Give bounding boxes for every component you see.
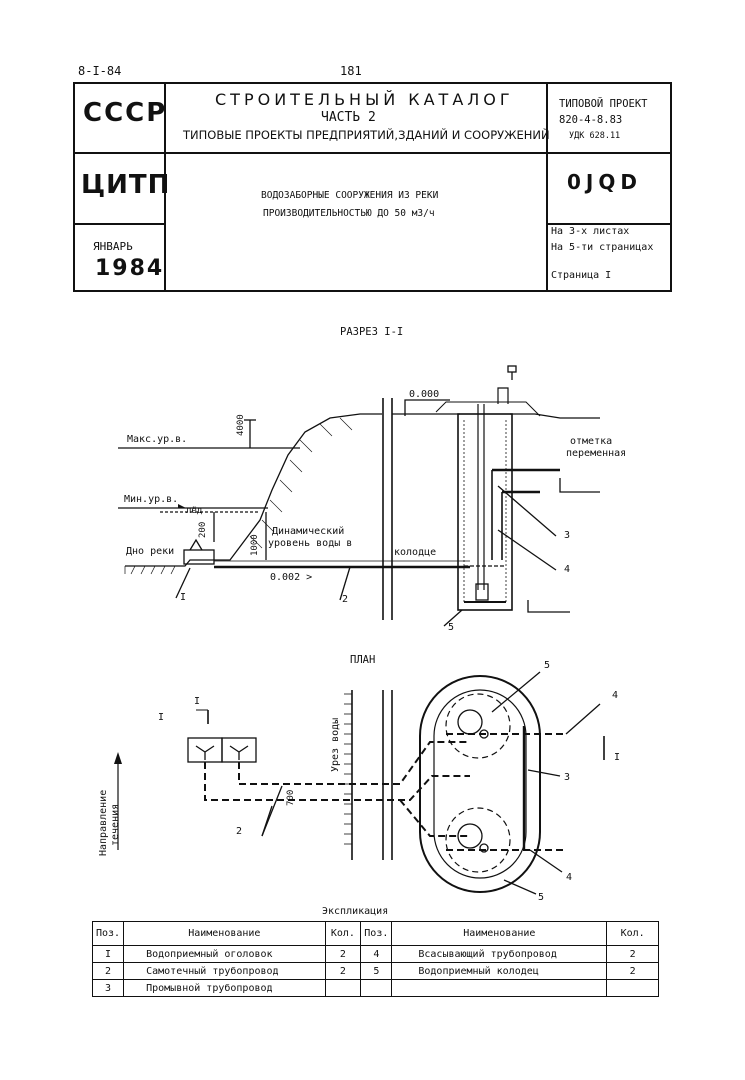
plan-cut-right: I (614, 752, 621, 763)
table-cell (360, 979, 393, 997)
plan-pos-4b: 4 (566, 872, 573, 883)
title-block: СССР ЦИТП ЯНВАРЬ 1984 СТРОИТЕЛЬНЫЙ КАТАЛ… (73, 82, 672, 292)
table-header-row: Поз. Наименование Кол. Поз. Наименование… (91, 921, 659, 946)
table-cell (391, 979, 608, 997)
catalog-title: СТРОИТЕЛЬНЫЙ КАТАЛОГ (215, 90, 514, 109)
plan-pos-5a: 5 (544, 660, 551, 671)
table-row: 3 Промывной трубопровод (91, 979, 659, 997)
intake-well (457, 413, 513, 611)
page-label: Страница I (551, 270, 612, 281)
table-cell: 2 (324, 962, 362, 980)
plan-pos-5b: 5 (538, 892, 545, 903)
table-cell: 5 (360, 962, 393, 980)
project-label: ТИПОВОЙ ПРОЕКТ (559, 98, 648, 110)
table-cell: Промывной трубопровод (123, 979, 326, 997)
udk-code: УДК 628.11 (569, 131, 621, 141)
table-cell: Водоприемный оголовок (123, 945, 326, 963)
flow-label-2: течения (110, 803, 121, 846)
issue-year: 1984 (95, 256, 165, 281)
plan-pos-4a: 4 (612, 690, 619, 701)
table-cell: 2 (606, 945, 659, 963)
plan-cut-left-1: I (194, 696, 201, 707)
mark-variable-1: отметка (570, 436, 613, 447)
mark-variable-2: переменная (566, 448, 627, 459)
object-title-line1: ВОДОЗАБОРНЫЕ СООРУЖЕНИЯ ИЗ РЕКИ (261, 190, 439, 201)
issue-month: ЯНВАРЬ (93, 240, 133, 253)
sheet-code: 8-I-84 (78, 64, 122, 78)
table-cell: I (91, 945, 125, 963)
table-row: I Водоприемный оголовок 2 4 Всасывающий … (91, 945, 659, 963)
section-pos-1: I (180, 592, 187, 603)
bank-profile (125, 413, 382, 567)
min-level-label: Мин.ур.в. (124, 494, 179, 505)
ussr-label: СССР (83, 98, 168, 128)
bottom-label: Дно реки (126, 546, 175, 557)
section-pos-5: 5 (448, 622, 455, 633)
catalog-part: ЧАСТЬ 2 (321, 110, 376, 125)
mark-zero: 0.000 (409, 389, 440, 400)
section-pos-4: 4 (564, 564, 571, 575)
doc-code: 0JQD (567, 170, 642, 194)
table-cell: 2 (324, 945, 362, 963)
plan-well-outer (419, 675, 541, 893)
table-cell: 3 (91, 979, 125, 997)
explication-table: Поз. Наименование Кол. Поз. Наименование… (91, 921, 659, 997)
table-header: Кол. (606, 921, 659, 946)
plan-title: ПЛАН (350, 654, 376, 666)
table-header: Поз. (91, 921, 125, 946)
section-pos-2: 2 (342, 594, 349, 605)
catalog-subtitle: ТИПОВЫЕ ПРОЕКТЫ ПРЕДПРИЯТИЙ,ЗДАНИЙ И СОО… (183, 128, 550, 142)
project-code: 820-4-8.83 (559, 114, 623, 126)
explication-title: Экспликация (322, 906, 389, 917)
ice-label: лёд (186, 506, 203, 516)
section-title: РАЗРЕЗ I-I (340, 326, 404, 338)
sheets-count: На 3-х листах (551, 226, 630, 237)
table-cell: Водоприемный колодец (391, 962, 608, 980)
flow-label-1: Направление (98, 789, 109, 856)
table-header: Кол. (324, 921, 362, 946)
max-level-label: Макс.ур.в. (127, 434, 188, 445)
dynamic-level-1: Динамический (272, 526, 345, 537)
pages-count: На 5-ти страницах (551, 242, 654, 253)
intake-head (183, 549, 215, 565)
table-row: 2 Самотечный трубопровод 2 5 Водоприемны… (91, 962, 659, 980)
table-cell: Самотечный трубопровод (123, 962, 326, 980)
object-title-line2: ПРОИЗВОДИТЕЛЬНОСТЬЮ ДО 50 м3/ч (263, 208, 435, 219)
plan-well-inner (433, 689, 527, 879)
plan-pos-3: 3 (564, 772, 571, 783)
table-header: Поз. (360, 921, 393, 946)
plan-pos-2: 2 (236, 826, 243, 837)
page-number: 181 (340, 64, 362, 78)
table-header: Наименование (123, 921, 326, 946)
dim-700: 700 (286, 789, 296, 806)
table-header: Наименование (391, 921, 608, 946)
plan-cut-left-2: I (158, 712, 165, 723)
table-cell: 2 (91, 962, 125, 980)
table-cell: Всасывающий трубопровод (391, 945, 608, 963)
table-cell (606, 979, 659, 997)
dynamic-level-2: уровень воды в (268, 538, 353, 549)
section-pos-3: 3 (564, 530, 571, 541)
citp-label: ЦИТП (81, 170, 171, 200)
slope-label: 0.002 > (270, 572, 313, 583)
table-cell: 4 (360, 945, 393, 963)
table-cell (324, 979, 362, 997)
shore-label: Урез воды (330, 717, 341, 772)
dynamic-level-3: колодце (394, 547, 437, 558)
table-cell: 2 (606, 962, 659, 980)
